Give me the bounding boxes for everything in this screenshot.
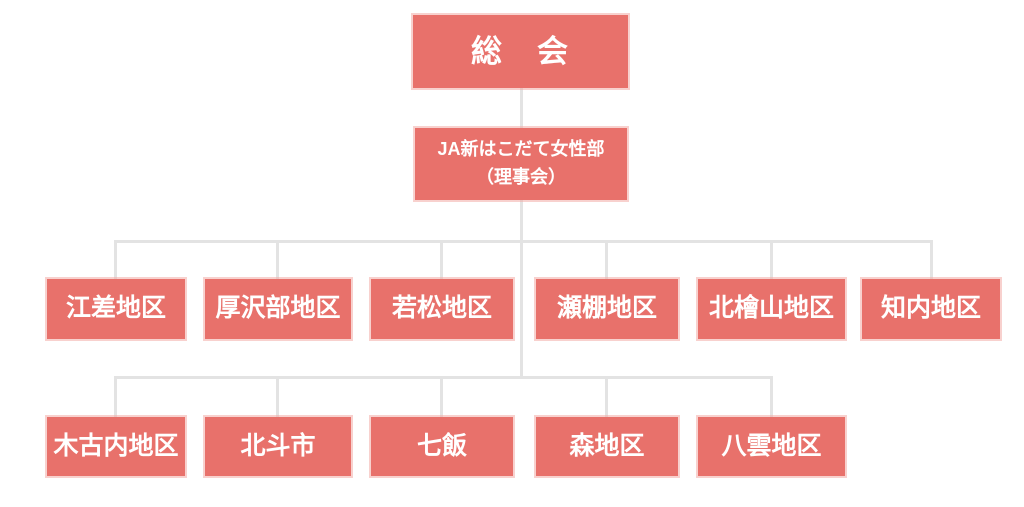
connector-row1-drop-2 — [276, 240, 279, 279]
connector-row1-horizontal — [114, 240, 933, 243]
org-node-general-assembly: 総 会 — [413, 15, 628, 88]
org-node-label: 北檜山地区 — [708, 294, 834, 323]
org-node-label: 若松地区 — [391, 294, 492, 323]
connector-board-trunk — [520, 200, 523, 379]
org-node-label: 八雲地区 — [721, 431, 822, 460]
org-node-hokuto-city: 北斗市 — [205, 417, 351, 476]
connector-row2-drop-4 — [605, 376, 608, 417]
org-node-label: 木古内地区 — [53, 431, 179, 460]
org-node-assabu-district: 厚沢部地区 — [205, 279, 351, 339]
org-node-esashi-district: 江差地区 — [47, 279, 185, 339]
org-node-mori-district: 森地区 — [536, 417, 678, 476]
org-node-kitahiyama-district: 北檜山地区 — [698, 279, 845, 339]
org-node-label: 厚沢部地区 — [215, 294, 341, 323]
org-node-kikonai-district: 木古内地区 — [47, 417, 185, 476]
org-node-label: 江差地区 — [65, 294, 166, 323]
connector-row2-drop-3 — [440, 376, 443, 417]
connector-row1-drop-3 — [440, 240, 443, 279]
connector-row1-drop-6 — [930, 240, 933, 279]
connector-row2-horizontal — [114, 376, 773, 379]
org-node-board: JA新はこだて女性部 （理事会） — [415, 128, 627, 200]
org-node-label: 森地区 — [569, 431, 645, 460]
org-node-setana-district: 瀬棚地区 — [536, 279, 678, 339]
connector-row1-drop-4 — [605, 240, 608, 279]
org-node-shiriuchi-district: 知内地区 — [862, 279, 1000, 339]
org-node-label: 七飯 — [416, 431, 467, 460]
org-node-label: 北斗市 — [240, 431, 316, 460]
org-node-label: 知内地区 — [880, 294, 981, 323]
connector-root-to-board — [520, 88, 523, 128]
org-node-label: 瀬棚地区 — [556, 294, 657, 323]
org-node-label-line2: （理事会） — [476, 167, 566, 187]
connector-row2-drop-2 — [276, 376, 279, 417]
connector-row1-drop-5 — [770, 240, 773, 279]
connector-row2-drop-1 — [114, 376, 117, 417]
org-node-yakumo-district: 八雲地区 — [698, 417, 845, 476]
org-node-label-line1: JA新はこだて女性部 — [437, 139, 605, 160]
connector-row2-drop-5 — [770, 376, 773, 417]
connector-row1-drop-1 — [114, 240, 117, 279]
org-node-wakamatsu-district: 若松地区 — [371, 279, 513, 339]
org-node-nanae: 七飯 — [371, 417, 513, 476]
org-node-label: 総 会 — [471, 33, 570, 69]
